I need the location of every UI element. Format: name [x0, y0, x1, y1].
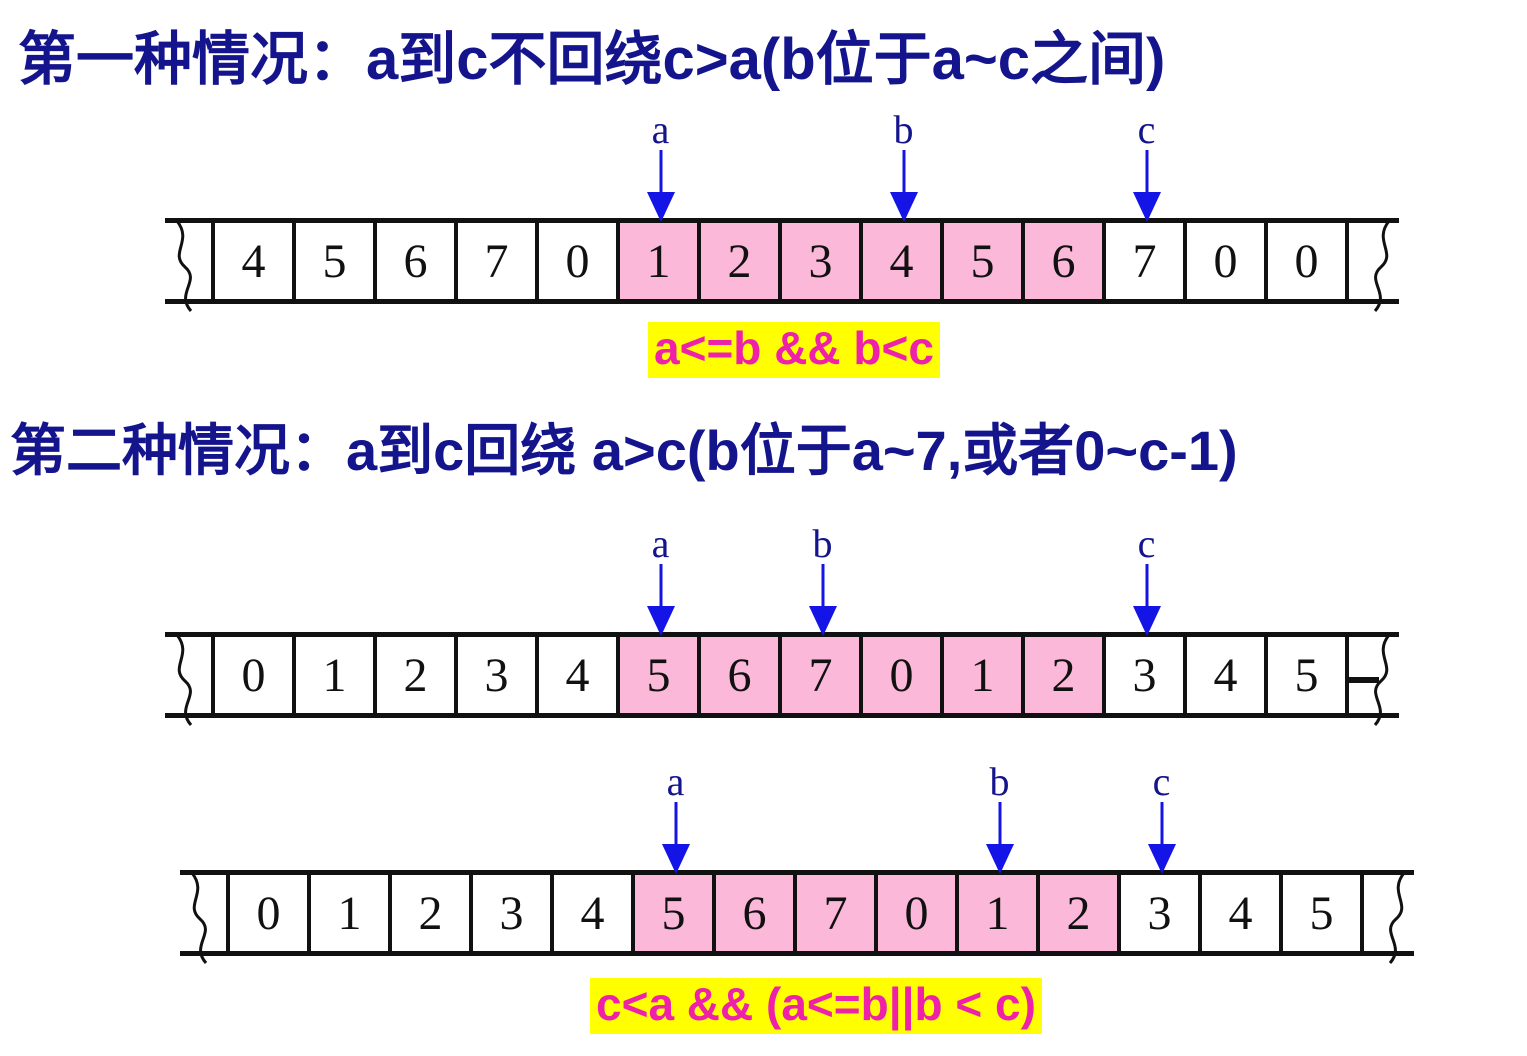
pointer-label: a	[651, 521, 670, 566]
array-cell: 3	[782, 223, 863, 299]
array-cell: 4	[1187, 637, 1268, 713]
array-break-right	[1339, 634, 1399, 726]
down-arrow-icon	[659, 802, 693, 879]
array-cell: 6	[1025, 223, 1106, 299]
break-mark-icon	[1339, 631, 1405, 729]
down-arrow-icon	[887, 150, 921, 227]
array-cell: 0	[863, 637, 944, 713]
case-2-heading: 第二种情况：a到c回绕 a>c(b位于a~7,或者0~c-1)	[10, 419, 1238, 482]
array-cell: 1	[620, 223, 701, 299]
array-cell: 4	[554, 875, 635, 951]
pointer-label: a	[666, 759, 685, 804]
array-cell: 2	[701, 223, 782, 299]
array-cell: 4	[539, 637, 620, 713]
array-cell: 3	[458, 637, 539, 713]
array-cell: 5	[1268, 637, 1349, 713]
down-arrow-icon	[1130, 564, 1164, 641]
array-cell: 0	[230, 875, 311, 951]
array-break-right	[1364, 872, 1414, 964]
array-cell: 1	[296, 637, 377, 713]
break-mark-icon	[161, 217, 217, 315]
array-cell: 1	[959, 875, 1040, 951]
array-break-right	[1349, 220, 1399, 312]
array-cell: 2	[392, 875, 473, 951]
array-cell: 1	[311, 875, 392, 951]
array-cell: 4	[1202, 875, 1283, 951]
array-cell: 5	[635, 875, 716, 951]
break-mark-icon	[1345, 217, 1405, 315]
array-cell: 1	[944, 637, 1025, 713]
break-mark-icon	[1360, 869, 1420, 967]
array-cell: 3	[1121, 875, 1202, 951]
array-cell: 7	[1106, 223, 1187, 299]
array-cell: 5	[620, 637, 701, 713]
case-1-formula: a<=b && b<c	[648, 322, 940, 378]
array-cell: 4	[863, 223, 944, 299]
array-cell: 5	[944, 223, 1025, 299]
pointer-label: c	[1137, 107, 1156, 152]
array-cell: 2	[1040, 875, 1121, 951]
array-cell: 0	[539, 223, 620, 299]
array-cell: 7	[782, 637, 863, 713]
array-cell: 2	[377, 637, 458, 713]
array-cell: 0	[1268, 223, 1349, 299]
down-arrow-icon	[1130, 150, 1164, 227]
down-arrow-icon	[806, 564, 840, 641]
array-cell: 7	[797, 875, 878, 951]
array-break-left	[165, 634, 215, 726]
array-cell: 4	[215, 223, 296, 299]
down-arrow-icon	[644, 150, 678, 227]
array-break-left	[165, 220, 215, 312]
array-cell: 2	[1025, 637, 1106, 713]
pointer-label: b	[812, 521, 833, 566]
pointer-label: b	[893, 107, 914, 152]
array-cell: 5	[1283, 875, 1364, 951]
array-cell: 5	[296, 223, 377, 299]
array-cell: 3	[473, 875, 554, 951]
array-cell: 6	[701, 637, 782, 713]
down-arrow-icon	[644, 564, 678, 641]
down-arrow-icon	[1145, 802, 1179, 879]
pointer-label: c	[1152, 759, 1171, 804]
array-break-left	[180, 872, 230, 964]
break-mark-icon	[161, 631, 217, 729]
pointer-label: b	[989, 759, 1010, 804]
array-cell: 6	[716, 875, 797, 951]
case-2-formula: c<a && (a<=b||b < c)	[590, 978, 1042, 1034]
pointer-label: a	[651, 107, 670, 152]
array-cell: 0	[215, 637, 296, 713]
array-cell: 6	[377, 223, 458, 299]
case-1-heading: 第一种情况：a到c不回绕c>a(b位于a~c之间)	[18, 27, 1166, 92]
array-cell: 0	[1187, 223, 1268, 299]
array-cell: 0	[878, 875, 959, 951]
break-mark-icon	[176, 869, 232, 967]
array-cell: 3	[1106, 637, 1187, 713]
down-arrow-icon	[983, 802, 1017, 879]
pointer-label: c	[1137, 521, 1156, 566]
array-cell: 7	[458, 223, 539, 299]
